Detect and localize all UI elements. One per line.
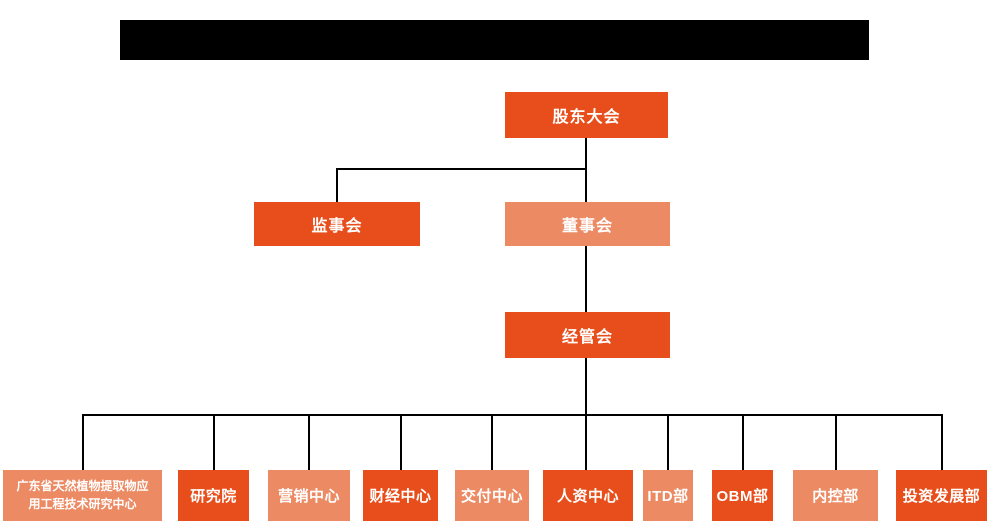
connector-line xyxy=(336,168,587,170)
connector-line xyxy=(585,358,587,416)
connector-line xyxy=(835,414,837,470)
node-dept-investment-development: 投资发展部 xyxy=(896,470,987,521)
connector-line xyxy=(82,414,84,470)
node-dept-hr-center: 人资中心 xyxy=(543,470,633,521)
connector-line xyxy=(941,414,943,470)
node-dept-research-institute: 研究院 xyxy=(178,470,249,521)
node-dept-itd: ITD部 xyxy=(643,470,693,521)
node-dept-marketing-center: 营销中心 xyxy=(268,470,350,521)
node-dept-finance-center: 财经中心 xyxy=(363,470,438,521)
node-dept-research-center: 广东省天然植物提取物应用工程技术研究中心 xyxy=(3,470,162,521)
connector-line xyxy=(585,246,587,313)
node-dept-internal-control: 内控部 xyxy=(793,470,878,521)
connector-line xyxy=(213,414,215,470)
node-dept-obm: OBM部 xyxy=(712,470,773,521)
node-management-committee: 经管会 xyxy=(505,312,670,358)
redacted-title-bar xyxy=(120,20,869,60)
connector-line xyxy=(308,414,310,470)
connector-line xyxy=(585,414,587,470)
connector-line xyxy=(82,414,943,416)
connector-line xyxy=(667,414,669,470)
connector-line xyxy=(336,168,338,203)
connector-line xyxy=(400,414,402,470)
connector-line xyxy=(742,414,744,470)
connector-line xyxy=(585,137,587,203)
connector-line xyxy=(491,414,493,470)
node-supervisory-board: 监事会 xyxy=(254,202,420,246)
node-board-of-directors: 董事会 xyxy=(505,202,670,246)
node-dept-delivery-center: 交付中心 xyxy=(455,470,529,521)
node-shareholders-meeting: 股东大会 xyxy=(505,92,668,138)
